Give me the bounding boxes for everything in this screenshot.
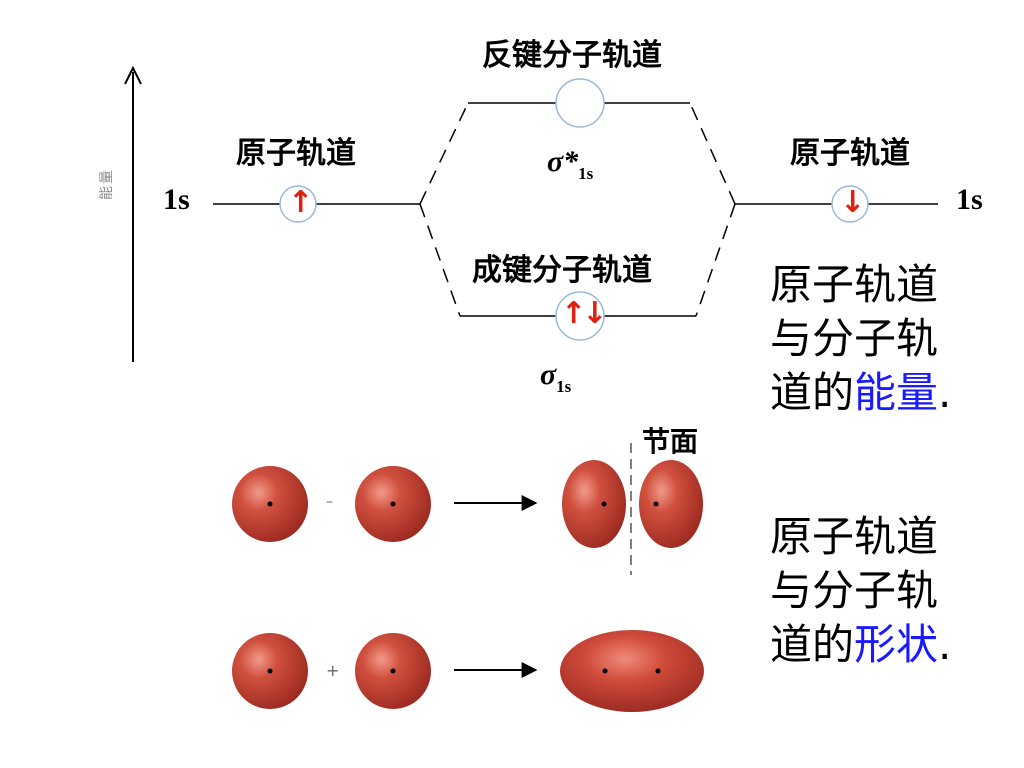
energy-axis-label: 能量 [99, 168, 115, 200]
shape-note-suffix: . [938, 620, 952, 669]
bonding-symbol: σ1s [540, 358, 571, 397]
row1-atom-a-nucleus [267, 501, 273, 507]
left-ao-electron-up-icon: ↑ [288, 185, 314, 220]
row1-lobe-right-nucleus [653, 501, 659, 507]
row2-mo-nucleus-b [655, 668, 661, 674]
right-ao-title: 原子轨道 [790, 136, 910, 171]
left-ao-orbital-circle [279, 185, 317, 223]
bonding-electron-pair-icon: ↑↓ [561, 296, 607, 331]
correlation-lines [419, 102, 736, 317]
bonding-orbital-circle [555, 291, 605, 341]
right-ao-orbital-label: 1s [956, 183, 983, 216]
energy-note-line1: 原子轨道 [770, 260, 939, 309]
row2-atom-b-nucleus [390, 668, 396, 674]
row2-atom-a-nucleus [267, 668, 273, 674]
energy-note: 原子轨道 与分子轨 道的能量. [770, 258, 951, 420]
shape-note-line1: 原子轨道 [770, 512, 939, 561]
row1-lobe-right [639, 460, 703, 548]
energy-note-prefix: 道的 [770, 368, 855, 417]
plus-sign: + [326, 661, 340, 680]
left-ao-title: 原子轨道 [236, 136, 356, 171]
antibonding-title: 反键分子轨道 [482, 38, 662, 73]
antibonding-orbital-circle [555, 78, 605, 128]
minus-sign: – [326, 494, 333, 510]
shape-note-line3: 道的形状. [770, 618, 951, 672]
bonding-sigma: σ [540, 358, 557, 391]
energy-note-highlight: 能量 [854, 368, 939, 417]
bonding-subscript: 1s [556, 377, 572, 396]
antibonding-sigma: σ* [547, 145, 579, 178]
shape-note-highlight: 形状 [854, 620, 939, 669]
row1-atom-b-nucleus [390, 501, 396, 507]
bonding-title: 成键分子轨道 [472, 253, 652, 288]
row2-mo-nucleus-a [602, 668, 608, 674]
shape-note: 原子轨道 与分子轨 道的形状. [770, 510, 951, 672]
energy-note-suffix: . [938, 368, 952, 417]
energy-axis-arrowhead [124, 65, 142, 85]
energy-note-line3: 道的能量. [770, 366, 951, 420]
row2-molecular-orbital [560, 630, 704, 712]
right-ao-orbital-circle [831, 185, 869, 223]
row1-lobe-left-nucleus [601, 501, 607, 507]
antibonding-subscript: 1s [578, 164, 594, 183]
antibonding-symbol: σ*1s [547, 145, 593, 184]
left-ao-orbital-label: 1s [163, 183, 190, 216]
shape-note-line2: 与分子轨 [770, 566, 939, 615]
energy-note-line2: 与分子轨 [770, 314, 939, 363]
shape-note-prefix: 道的 [770, 620, 855, 669]
nodal-plane-label: 节面 [642, 425, 699, 458]
right-ao-electron-down-icon: ↓ [840, 185, 866, 220]
row1-lobe-left [562, 460, 626, 548]
